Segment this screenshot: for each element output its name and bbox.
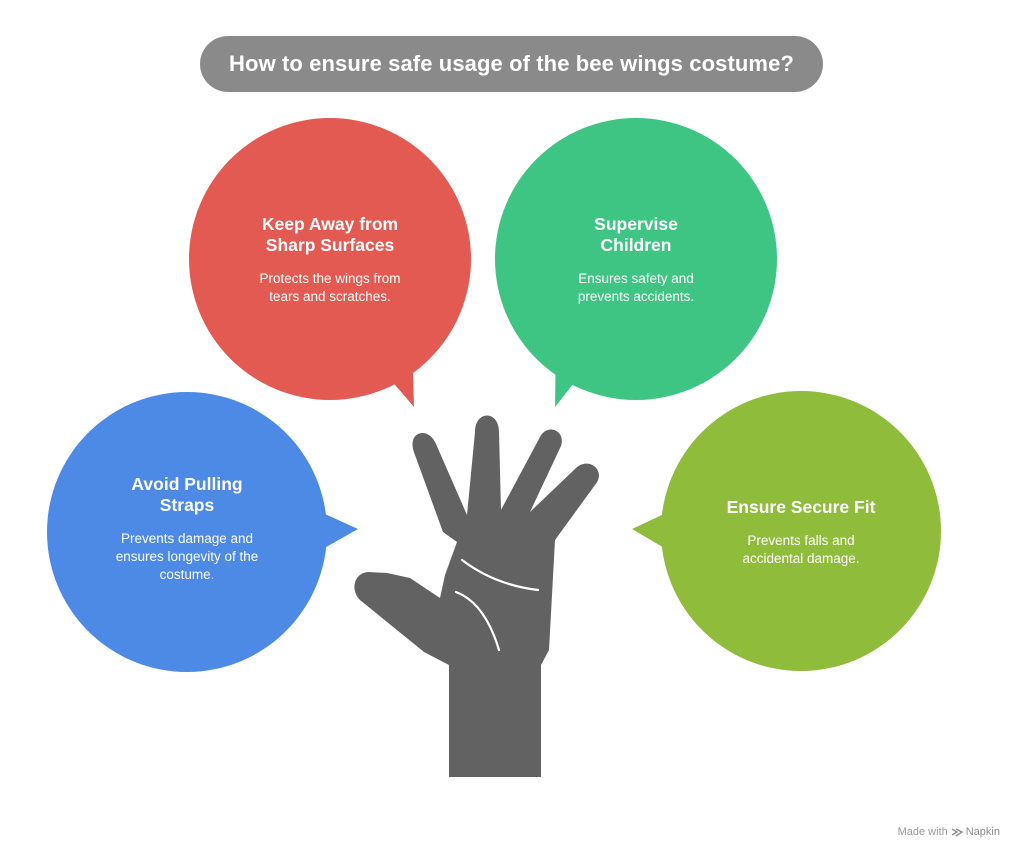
tip-heading: Ensure Secure Fit (727, 497, 876, 518)
tip-heading: Keep Away from Sharp Surfaces (262, 214, 398, 256)
tip-heading: Avoid Pulling Straps (131, 474, 242, 516)
tip-description: Protects the wings from tears and scratc… (259, 270, 400, 306)
napkin-logo-icon (951, 827, 963, 837)
tip-desc-line: Prevents falls and (747, 533, 855, 548)
made-with-label: Made with (897, 826, 948, 838)
bubble-secure-fit (632, 391, 941, 671)
napkin-brand: Napkin (965, 826, 1000, 838)
tip-heading-line: Ensure Secure Fit (726, 497, 876, 517)
tip-description: Ensures safety and prevents accidents. (578, 270, 694, 306)
footer-credit: Made with Napkin (898, 826, 1000, 838)
tip-desc-line: Prevents damage and (120, 531, 254, 546)
tip-sharp-surfaces: Keep Away from Sharp Surfaces Protects t… (220, 214, 440, 306)
tip-heading-line: Children (600, 235, 672, 255)
tip-desc-line: Ensures safety and (578, 271, 694, 286)
bubble-sharp-surfaces (189, 118, 471, 407)
tip-heading-line: Supervise (594, 214, 678, 234)
tip-desc-line: accidental damage. (742, 551, 860, 566)
tip-desc-line: tears and scratches. (269, 289, 391, 304)
tip-description: Prevents falls and accidental damage. (742, 532, 859, 568)
tip-secure-fit: Ensure Secure Fit Prevents falls and acc… (691, 497, 911, 568)
tip-desc-line: Protects the wings from (259, 271, 401, 286)
tip-pulling-straps: Avoid Pulling Straps Prevents damage and… (77, 474, 297, 584)
bubble-supervise-children (495, 118, 777, 407)
tip-heading-line: Avoid Pulling (131, 474, 243, 494)
tip-desc-line: ensures longevity of the (115, 549, 259, 564)
tip-heading-line: Sharp Surfaces (265, 235, 395, 255)
hand-icon (354, 415, 599, 777)
tip-supervise-children: Supervise Children Ensures safety and pr… (526, 214, 746, 306)
tip-heading: Supervise Children (594, 214, 678, 256)
tip-desc-line: costume. (159, 567, 215, 582)
page-title: How to ensure safe usage of the bee wing… (200, 36, 823, 92)
tip-heading-line: Keep Away from (261, 214, 399, 234)
bubble-pulling-straps (47, 392, 358, 672)
tip-desc-line: prevents accidents. (577, 289, 695, 304)
tip-heading-line: Straps (159, 495, 215, 515)
tip-description: Prevents damage and ensures longevity of… (116, 530, 259, 584)
